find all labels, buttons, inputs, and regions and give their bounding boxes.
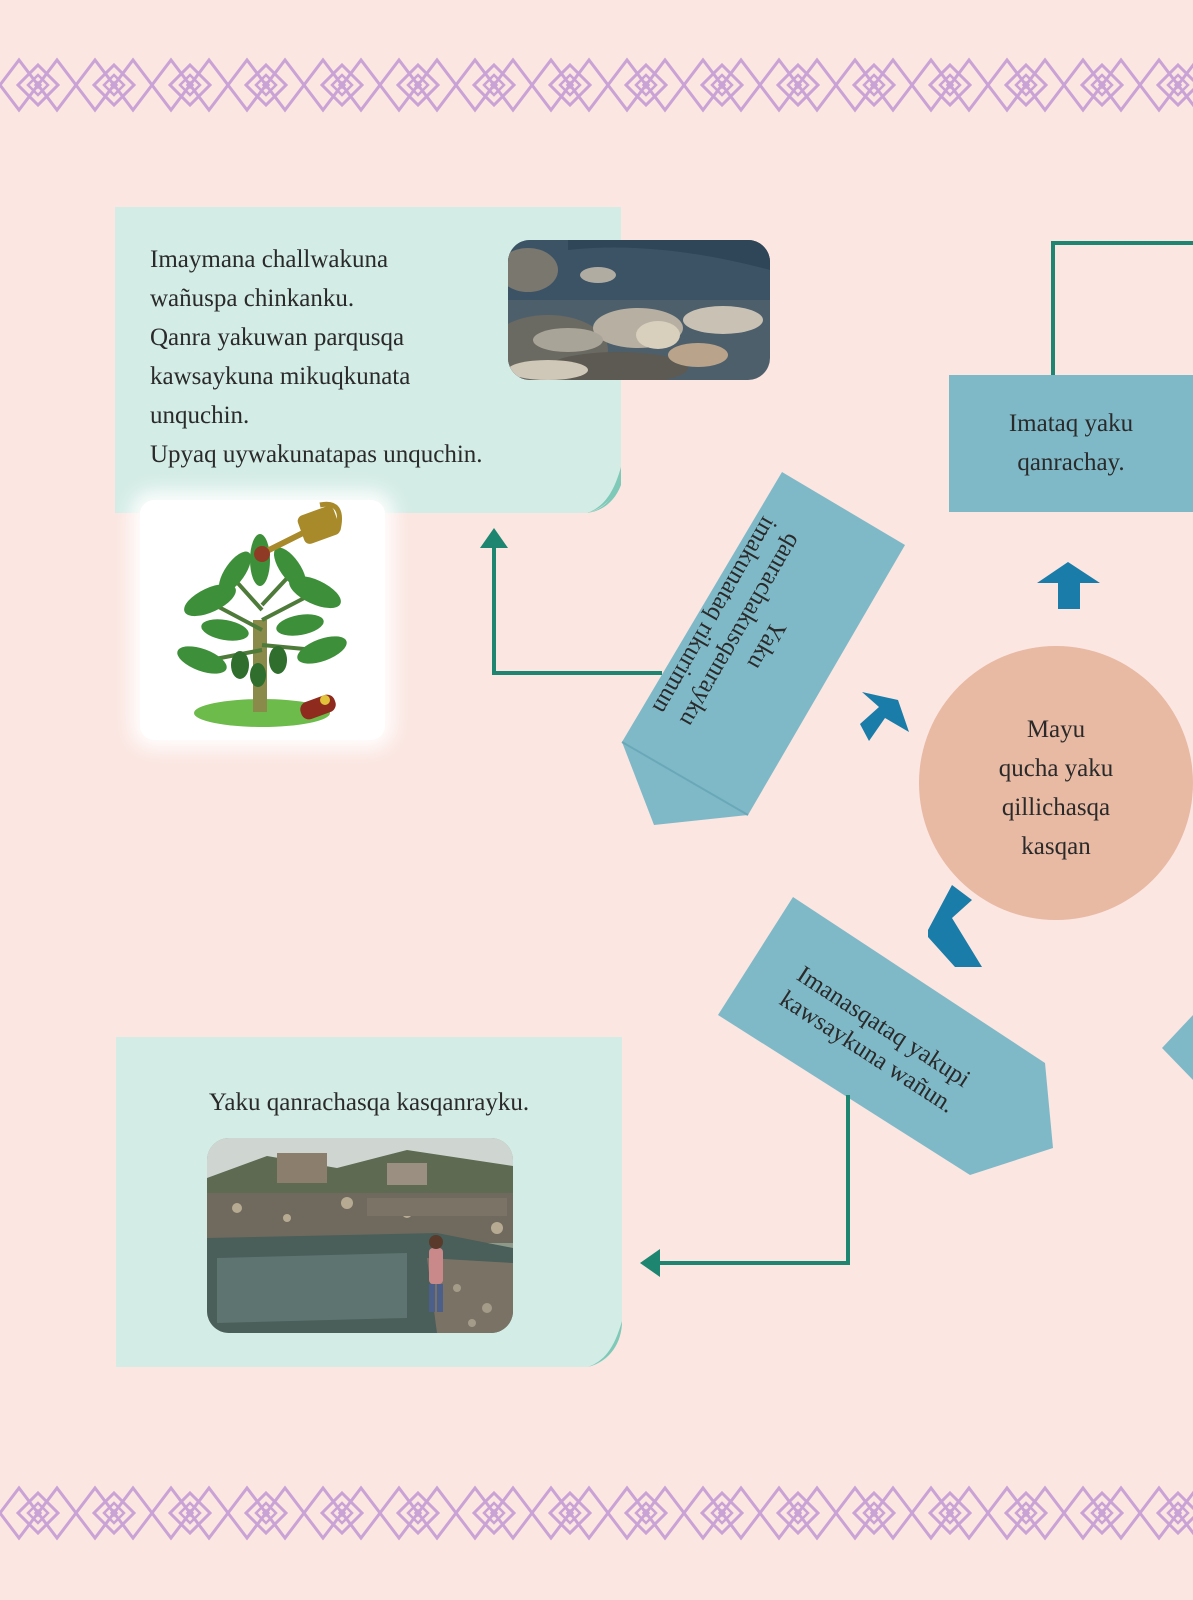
- arrowhead-left-icon: [640, 1249, 660, 1277]
- top-right-box: [949, 375, 1193, 512]
- center-circle-line: kasqan: [1021, 833, 1091, 860]
- watered-plant-icon: [140, 500, 385, 740]
- center-circle-line: qucha yaku: [998, 755, 1114, 782]
- right-edge-arrow-box: [1162, 1015, 1193, 1080]
- top-right-box-label: Imataq yaku qanrachay.: [949, 404, 1193, 482]
- top-note-text: Imaymana challwakuna wañuspa chinkanku. …: [150, 240, 570, 474]
- top-right-box-line: Imataq yaku: [1008, 410, 1134, 437]
- left-arrow-box-fold: [621, 741, 749, 816]
- left-arrow-box: [622, 472, 905, 825]
- arrowhead-up-icon: [480, 528, 508, 548]
- decorative-border-top: [0, 50, 1193, 120]
- center-circle-line: qillichasqa: [1001, 794, 1111, 821]
- dead-fish-photo: [508, 240, 770, 380]
- top-right-box-line: qanrachay.: [1017, 449, 1125, 476]
- center-circle-label: Mayu qucha yaku qillichasqa kasqan: [921, 710, 1191, 866]
- connector-to-top-note: [492, 545, 662, 675]
- top-note-line: unquchin.: [150, 402, 250, 429]
- decorative-border-bottom: [0, 1478, 1193, 1548]
- bottom-note-text: Yaku qanrachasqa kasqanrayku.: [208, 1089, 530, 1116]
- center-circle: [919, 646, 1193, 920]
- bottom-arrow-box: [718, 897, 1053, 1175]
- top-note-line: Upyaq uywakunatapas unquchin.: [150, 441, 483, 468]
- connector-to-bottom-note: [660, 1095, 850, 1265]
- arrow-up-icon: [1037, 562, 1100, 609]
- top-note-line: kawsaykuna mikuqkunata: [150, 363, 411, 390]
- page-curl-icon: [587, 467, 621, 513]
- top-note-line: wañuspa chinkanku.: [150, 285, 355, 312]
- top-note-line: Qanra yakuwan parqusqa: [150, 324, 405, 351]
- arrow-down-left-icon: [928, 885, 982, 967]
- arrow-up-left-icon: [860, 692, 909, 741]
- center-circle-line: Mayu: [1026, 716, 1086, 743]
- top-note-line: Imaymana challwakuna: [150, 246, 389, 273]
- connector-top-right: [1051, 241, 1193, 375]
- page-curl-icon: [588, 1321, 622, 1367]
- polluted-river-photo: [207, 1138, 513, 1333]
